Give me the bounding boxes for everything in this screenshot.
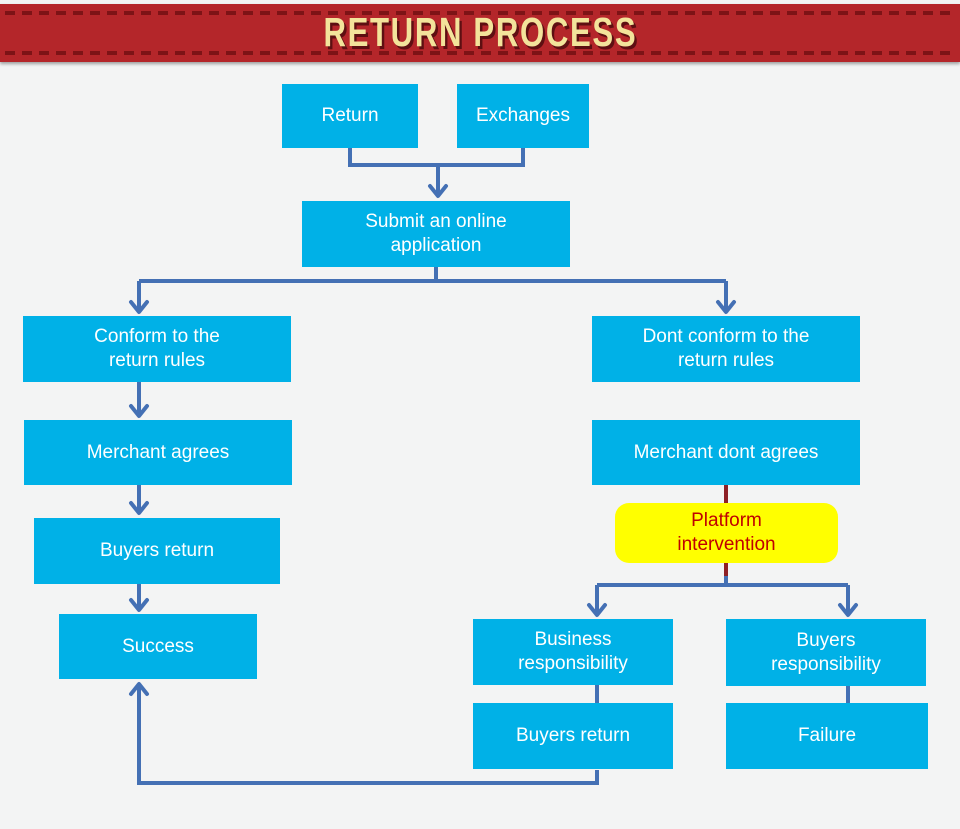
page-title: RETURN PROCESS bbox=[323, 9, 637, 56]
flow-arrowhead-12 bbox=[587, 603, 607, 617]
flow-node-dont-conform-rules: Dont conform to the return rules bbox=[592, 316, 860, 382]
flow-node-conform-rules: Conform to the return rules bbox=[23, 316, 291, 382]
title-banner: RETURN PROCESS bbox=[0, 4, 960, 62]
flow-node-failure: Failure bbox=[726, 703, 928, 769]
flow-node-submit-application: Submit an online application bbox=[302, 201, 570, 267]
flow-node-success: Success bbox=[59, 614, 257, 679]
flow-edge-16 bbox=[137, 684, 599, 785]
flow-node-exchanges: Exchanges bbox=[457, 84, 589, 148]
flow-node-buyers-return-left: Buyers return bbox=[34, 518, 280, 584]
flow-node-merchant-agrees: Merchant agrees bbox=[24, 420, 292, 485]
flow-arrowhead-5 bbox=[716, 300, 736, 314]
flow-arrowhead-7 bbox=[129, 501, 149, 515]
flow-arrowhead-6 bbox=[129, 404, 149, 418]
flow-node-merchant-dont-agrees: Merchant dont agrees bbox=[592, 420, 860, 485]
flow-node-platform-intervention: Platform intervention bbox=[615, 503, 838, 563]
flow-node-buyers-return-right: Buyers return bbox=[473, 703, 673, 769]
flow-node-business-responsibility: Business responsibility bbox=[473, 619, 673, 685]
flow-arrowhead-8 bbox=[129, 598, 149, 612]
flow-arrowhead-1 bbox=[428, 184, 448, 198]
flow-arrowhead-16 bbox=[129, 682, 149, 696]
stitch-line-bottom bbox=[5, 51, 955, 55]
flow-arrowhead-4 bbox=[129, 300, 149, 314]
flow-node-return: Return bbox=[282, 84, 418, 148]
flow-arrowhead-13 bbox=[838, 603, 858, 617]
flow-edge-0 bbox=[348, 148, 525, 167]
stitch-line-top bbox=[5, 11, 955, 15]
flow-node-buyers-responsibility: Buyers responsibility bbox=[726, 619, 926, 686]
